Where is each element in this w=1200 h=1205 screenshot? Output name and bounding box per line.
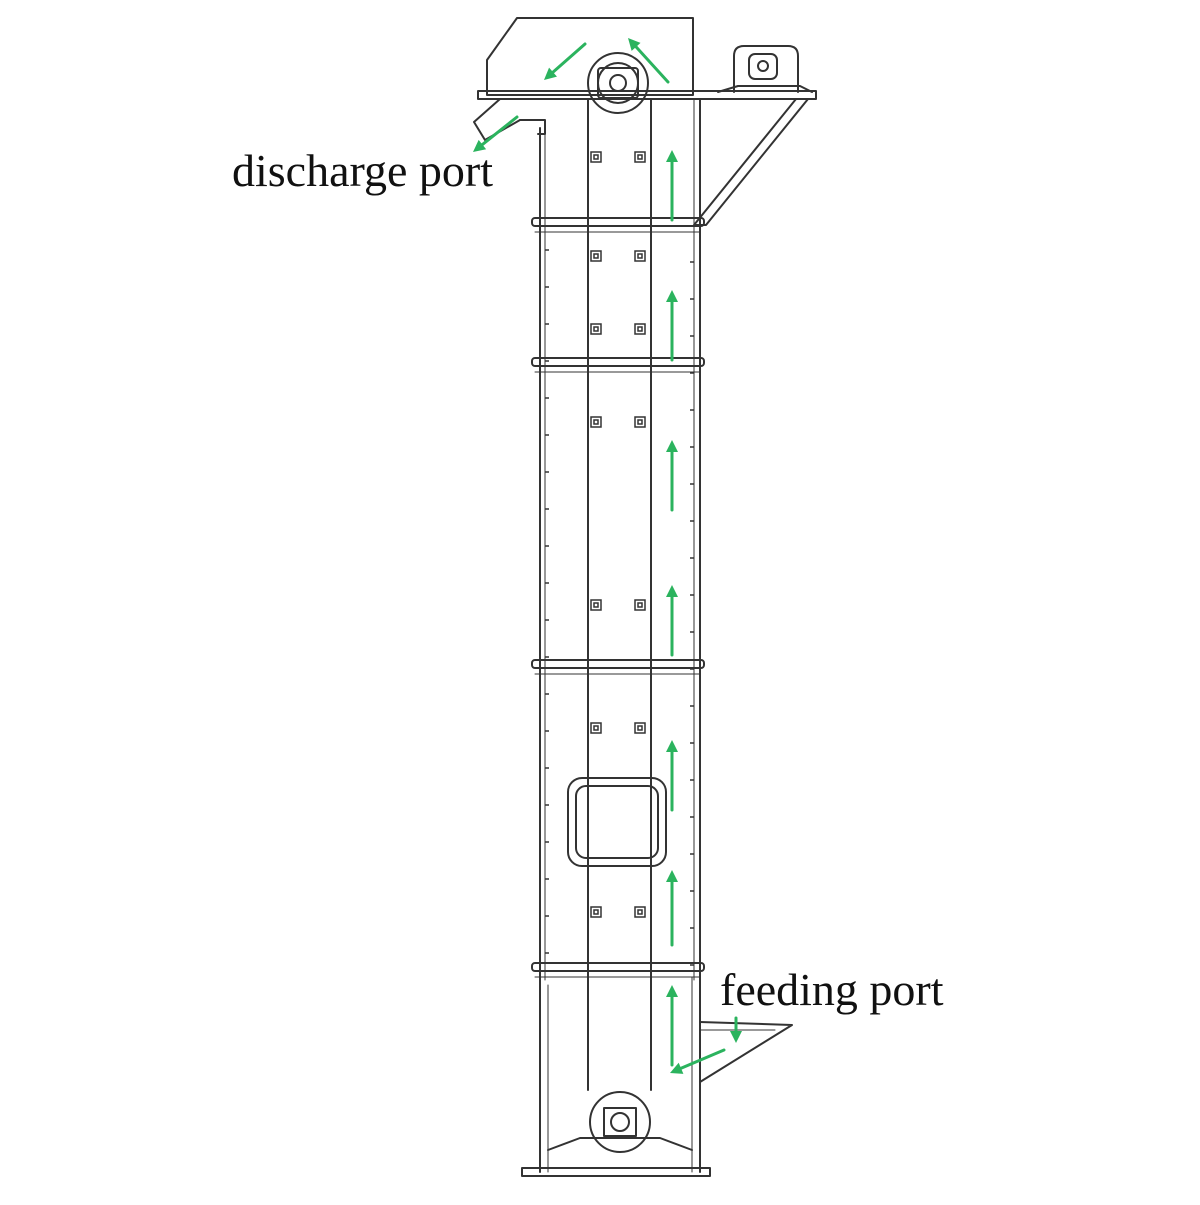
bolt: [590, 151, 602, 163]
drive-bracket: [717, 45, 813, 93]
section-flange: [531, 217, 705, 233]
flow-arrow: [666, 985, 678, 1067]
bolt: [634, 906, 646, 918]
flow-arrow: [666, 440, 678, 512]
bolt: [590, 599, 602, 611]
section-flange: [531, 357, 705, 373]
bolt: [634, 323, 646, 335]
base-plate: [521, 1167, 711, 1177]
section-flange: [531, 962, 705, 978]
tail-pulley: [589, 1091, 651, 1153]
head-pulley: [587, 52, 649, 114]
bolt: [634, 250, 646, 262]
bolt: [590, 722, 602, 734]
flow-arrow: [473, 115, 519, 152]
bolt: [634, 151, 646, 163]
boot-hopper: [547, 1137, 693, 1151]
bolt: [634, 599, 646, 611]
discharge-chute: [519, 119, 546, 135]
section-flange: [531, 659, 705, 675]
bolt: [590, 323, 602, 335]
bolt: [634, 722, 646, 734]
flow-arrow: [666, 585, 678, 657]
flow-arrow: [666, 290, 678, 362]
discharge-port-label: discharge port: [232, 145, 494, 196]
wall-tick-group: [545, 249, 694, 966]
flow-arrow: [544, 42, 587, 80]
bolt: [590, 906, 602, 918]
bolt: [634, 416, 646, 428]
flow-arrow: [628, 38, 670, 84]
flow-arrow-group: [473, 38, 742, 1074]
head-hood: [486, 17, 694, 96]
flow-arrow: [730, 1016, 742, 1043]
flow-arrow: [666, 740, 678, 812]
feeding-chute: [699, 1021, 793, 1083]
flow-arrow: [670, 1048, 726, 1074]
flow-arrow: [666, 870, 678, 947]
bolt-group: [590, 151, 646, 918]
inspection-window: [567, 777, 667, 867]
flow-arrow: [666, 150, 678, 222]
feeding-port-label: feeding port: [720, 964, 944, 1015]
support-strut: [693, 98, 809, 226]
bolt: [590, 416, 602, 428]
bolt: [590, 250, 602, 262]
